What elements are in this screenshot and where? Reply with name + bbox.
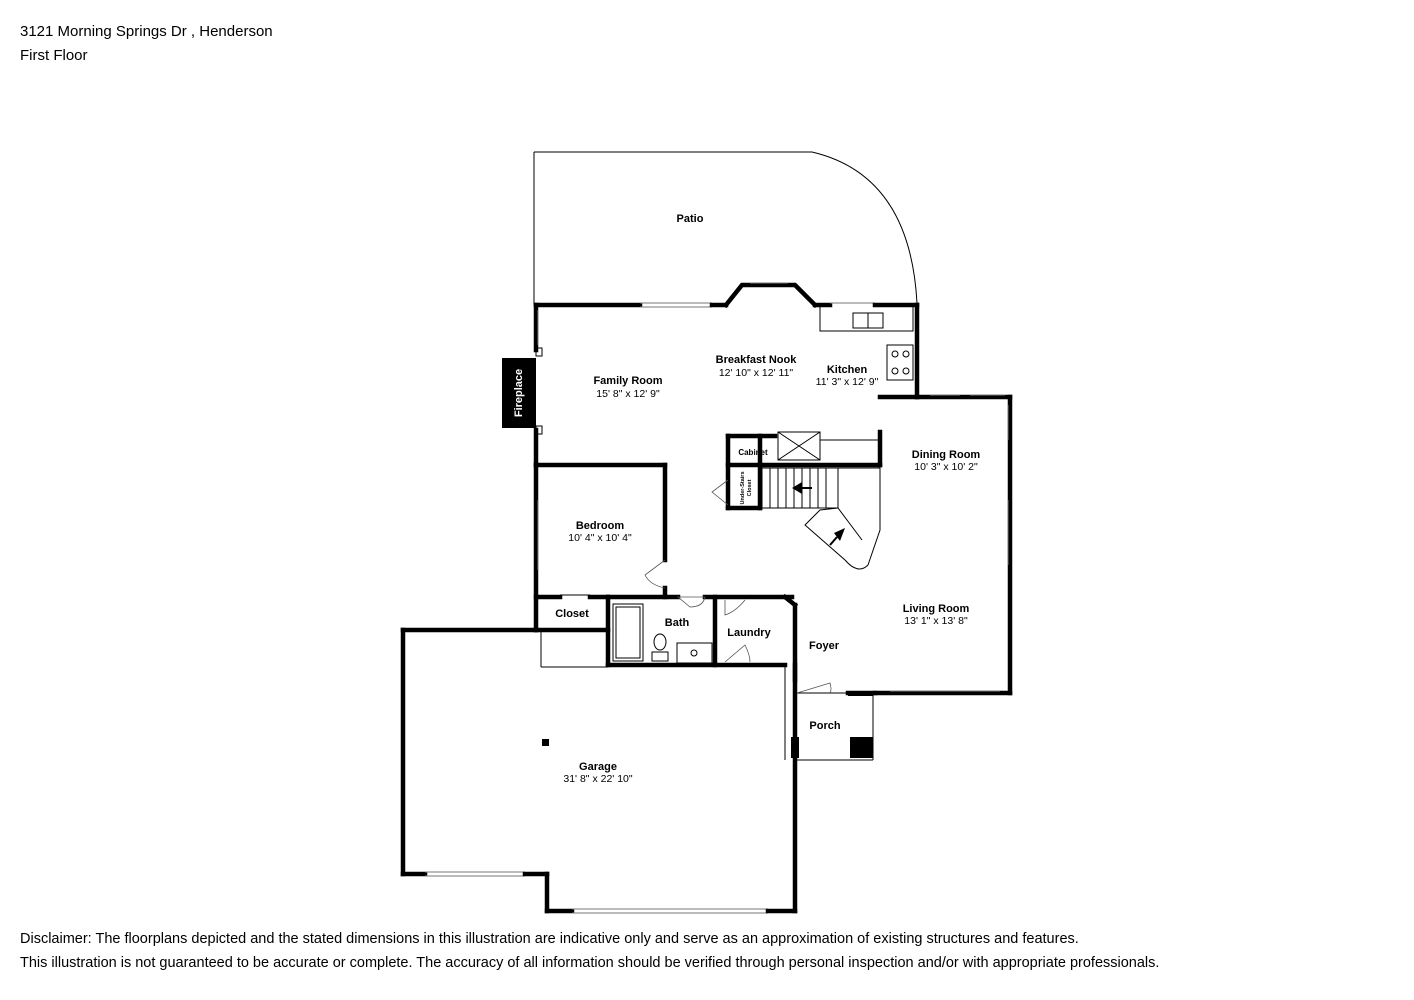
dining-room-label: Dining Room xyxy=(912,449,981,461)
floor-label: First Floor xyxy=(20,47,88,64)
exterior-walls xyxy=(400,282,1013,914)
porch-label: Porch xyxy=(809,720,840,732)
patio-label: Patio xyxy=(677,213,704,225)
kitchen-label: Kitchen xyxy=(827,364,868,376)
foyer-label: Foyer xyxy=(809,640,840,652)
fireplace-block xyxy=(502,358,536,428)
kitchen-fixtures xyxy=(777,305,914,461)
under-stairs-label: Under-Stairs xyxy=(740,471,746,504)
under-stairs-closet-label: Closet xyxy=(747,479,753,496)
family-room-label: Family Room xyxy=(593,375,662,387)
bedroom-label: Bedroom xyxy=(576,520,625,532)
door-swings xyxy=(644,479,832,694)
dining-room-dims: 10' 3" x 10' 2" xyxy=(914,461,978,473)
disclaimer-line-2: This illustration is not guaranteed to b… xyxy=(20,955,1160,971)
cabinet-label: Cabinet xyxy=(738,448,768,457)
garage-label: Garage xyxy=(579,761,617,773)
address-title: 3121 Morning Springs Dr , Henderson xyxy=(20,23,273,40)
patio-outline xyxy=(534,151,918,304)
staircase xyxy=(761,467,881,570)
garage-dims: 31' 8" x 22' 10" xyxy=(563,773,633,785)
disclaimer-line-1: Disclaimer: The floorplans depicted and … xyxy=(20,931,1079,947)
fireplace-label: Fireplace xyxy=(513,369,525,417)
breakfast-nook-dims: 12' 10" x 12' 11" xyxy=(719,367,794,379)
bedroom-dims: 10' 4" x 10' 4" xyxy=(568,532,632,544)
living-room-dims: 13' 1" x 13' 8" xyxy=(904,615,968,627)
family-room-dims: 15' 8" x 12' 9" xyxy=(596,388,660,400)
bath-label: Bath xyxy=(665,617,690,629)
living-room-label: Living Room xyxy=(903,603,970,615)
closet-label: Closet xyxy=(555,608,589,620)
porch-structure xyxy=(791,691,874,761)
laundry-label: Laundry xyxy=(727,627,771,639)
bath-fixtures xyxy=(612,603,713,664)
breakfast-nook-label: Breakfast Nook xyxy=(716,354,798,366)
garage-post xyxy=(542,739,549,746)
kitchen-dims: 11' 3" x 12' 9" xyxy=(816,376,879,388)
